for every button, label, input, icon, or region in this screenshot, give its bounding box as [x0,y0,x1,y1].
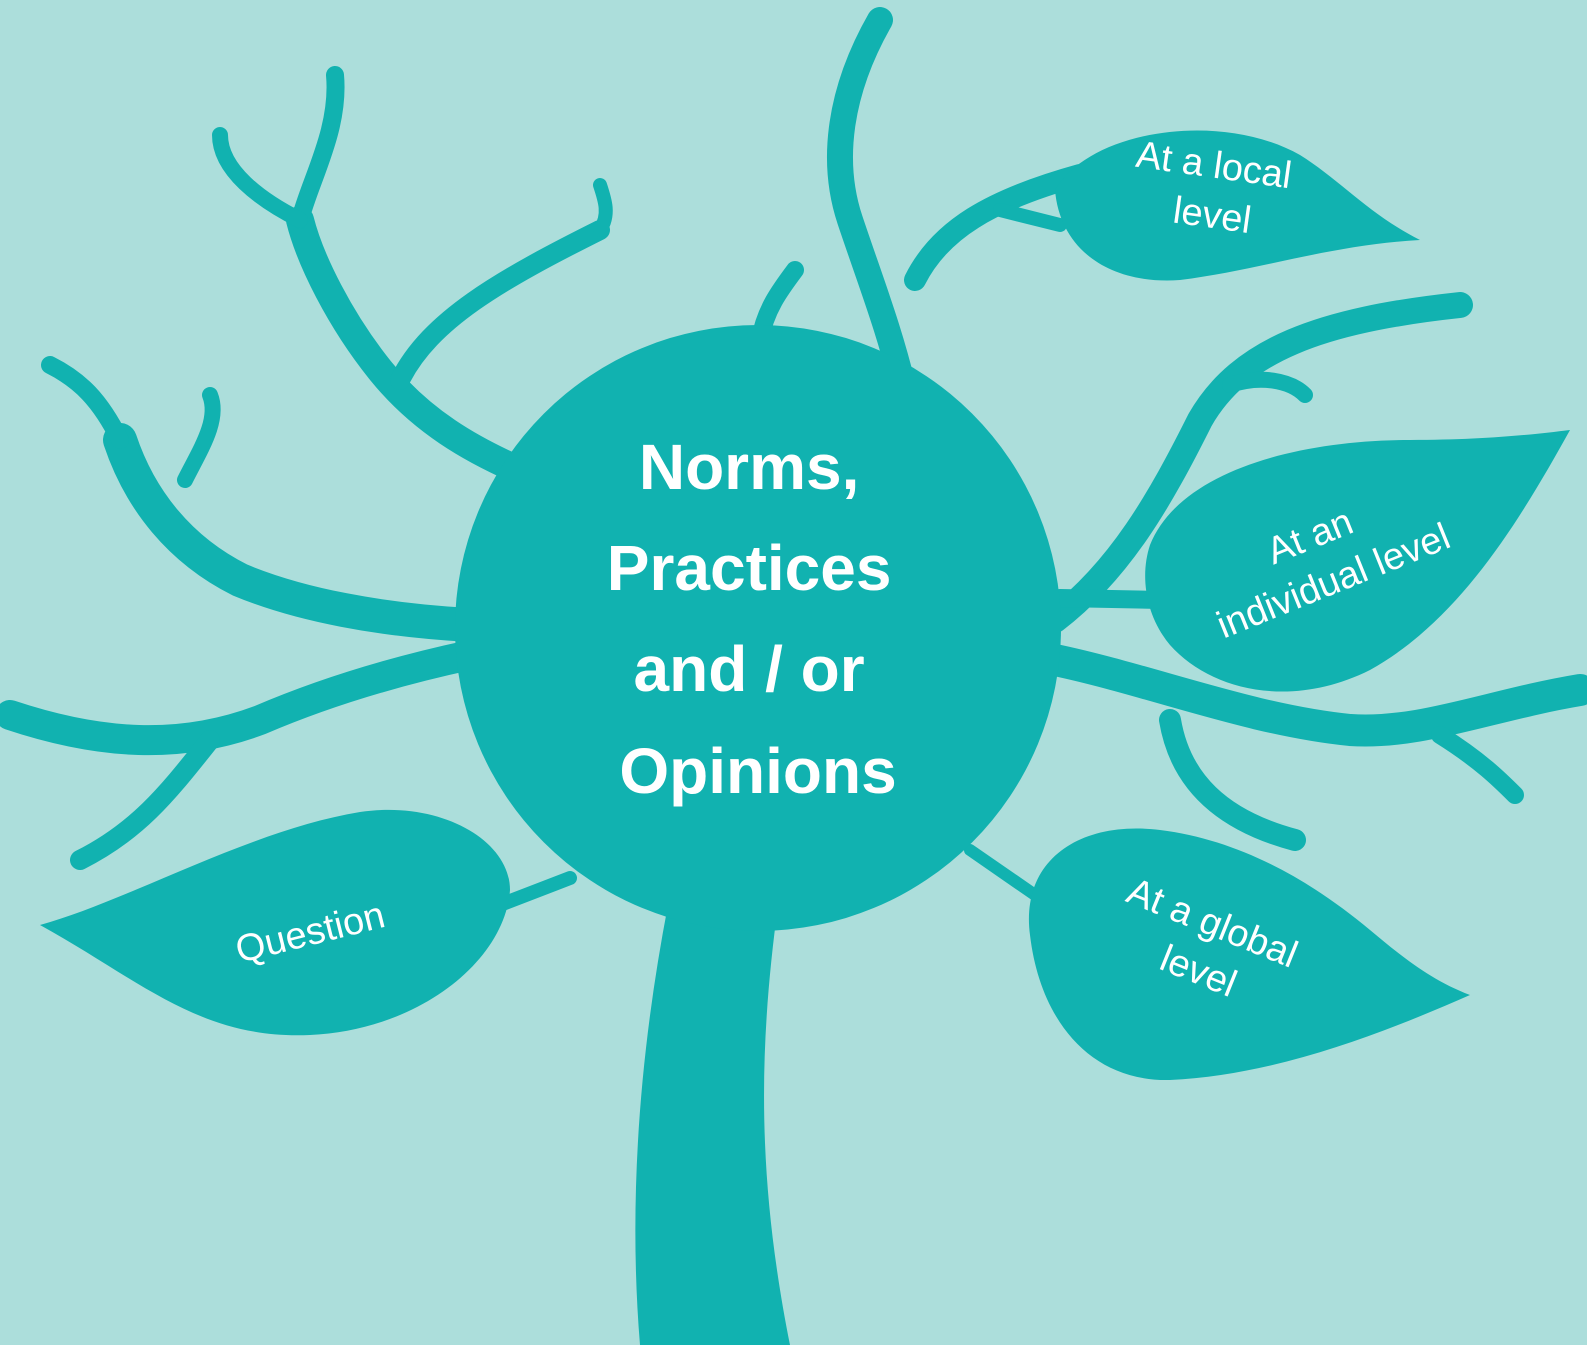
branch-left-upper-tip-2 [212,127,308,228]
branch-left-horizontal-tip-1 [41,356,129,449]
branch-right-lower-tip [1431,726,1524,804]
leaf-individual [1145,430,1570,692]
branch-left-lower-tip [70,730,220,870]
center-title: Norms, Practices and / or Opinions [607,431,909,807]
leaf-question [40,809,510,1036]
branch-right-upper-twig [1222,371,1313,403]
center-title-line-1: Norms, [639,431,860,503]
branch-left-upper [286,206,544,489]
tree-trunk [635,905,790,1345]
branch-right-lower [1039,644,1587,747]
stem-question-leaf [493,871,577,912]
branch-right-lower-down [1159,709,1306,851]
branch-left-mid [390,220,610,390]
center-circle [455,325,1061,931]
branch-left-upper-tip-1 [291,66,345,229]
branch-top-right [904,164,1091,291]
branch-left-horizontal [103,423,487,642]
center-title-line-3: and / or [634,633,865,705]
leaf-local [1055,130,1420,281]
branch-right-to-leaf [1051,589,1169,609]
branch-left-horizontal-tip-2 [177,387,221,488]
branch-left-mid-tip [593,178,613,237]
center-title-line-4: Opinions [619,735,896,807]
branch-top-1 [827,7,918,408]
center-title-line-2: Practices [607,532,892,604]
leaf-global [1028,828,1470,1081]
stem-global-leaf [964,844,1041,901]
branch-top-right-twig [993,203,1067,232]
branch-right-upper [1042,292,1473,633]
branch-left-lower [0,640,485,756]
